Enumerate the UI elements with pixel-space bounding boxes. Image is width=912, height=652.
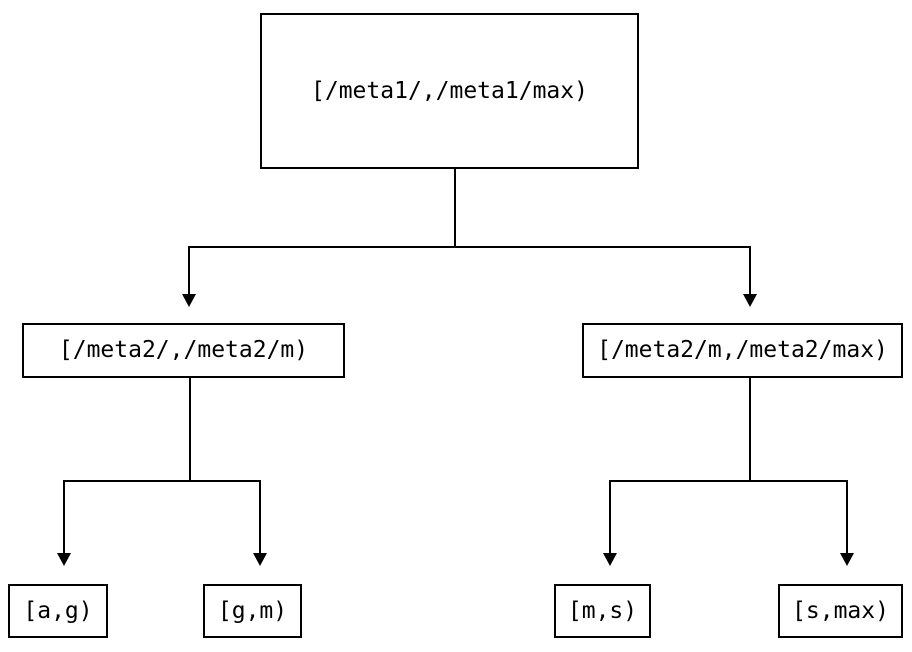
arrowhead-down-icon bbox=[253, 553, 267, 566]
tree-node-right: [/meta2/m,/meta2/max) bbox=[582, 323, 903, 378]
node-label: [m,s) bbox=[567, 597, 638, 624]
node-label: [/meta2/,/meta2/m) bbox=[58, 337, 309, 363]
tree-node-right-right: [s,max) bbox=[778, 584, 903, 638]
node-label: [g,m) bbox=[217, 597, 288, 624]
arrowhead-down-icon bbox=[57, 553, 71, 566]
edge-root-children bbox=[182, 169, 757, 307]
tree-node-left-right: [g,m) bbox=[203, 584, 302, 638]
tree-node-left-left: [a,g) bbox=[8, 584, 108, 638]
tree-node-right-left: [m,s) bbox=[554, 584, 651, 638]
tree-node-left: [/meta2/,/meta2/m) bbox=[22, 323, 345, 378]
edge-right-children bbox=[603, 378, 854, 566]
node-label: [/meta2/m,/meta2/max) bbox=[597, 337, 888, 363]
arrowhead-down-icon bbox=[840, 553, 854, 566]
arrowhead-down-icon bbox=[743, 294, 757, 307]
tree-node-root: [/meta1/,/meta1/max) bbox=[260, 13, 639, 169]
node-label: [a,g) bbox=[23, 597, 93, 624]
arrowhead-down-icon bbox=[603, 553, 617, 566]
arrowhead-down-icon bbox=[182, 294, 196, 307]
edge-left-children bbox=[57, 378, 267, 566]
node-label: [s,max) bbox=[792, 597, 889, 624]
node-label: [/meta1/,/meta1/max) bbox=[311, 77, 588, 104]
